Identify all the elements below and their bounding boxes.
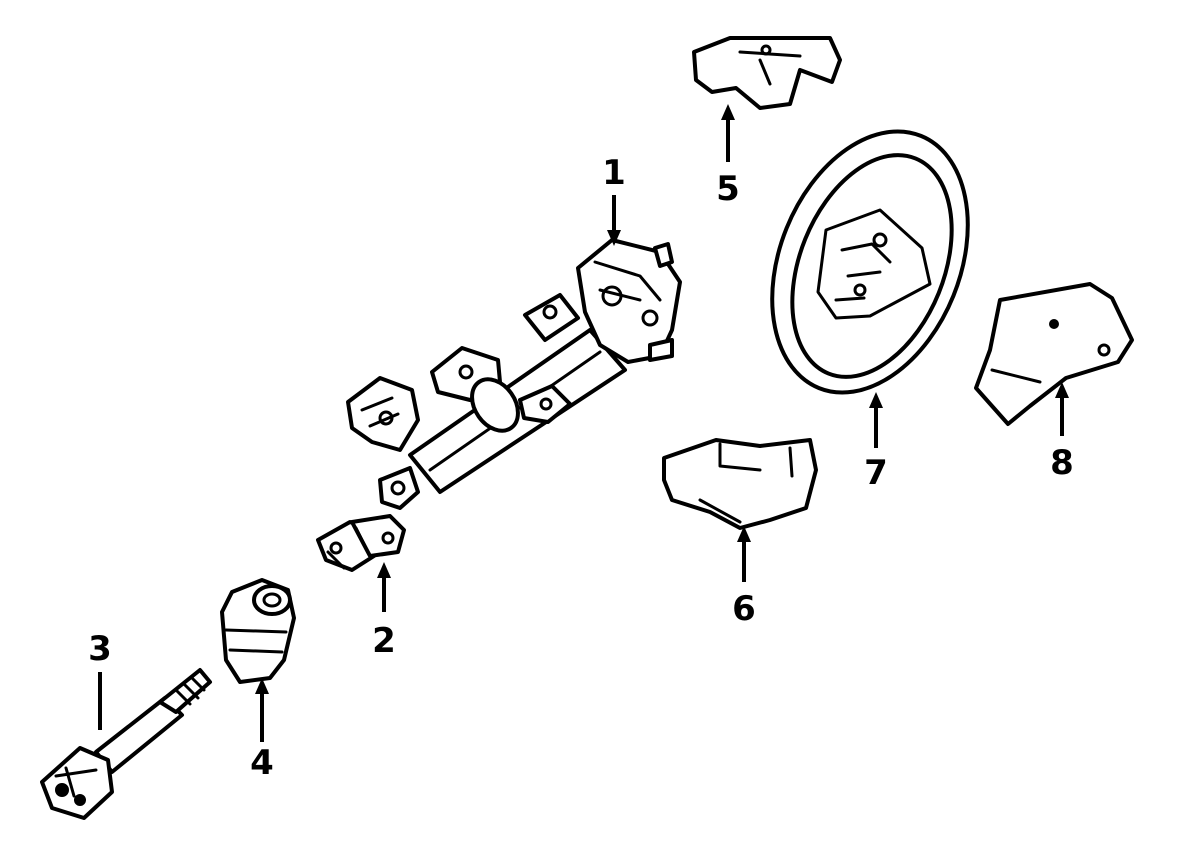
leader-lines bbox=[98, 104, 1069, 742]
callout-6: 6 bbox=[732, 589, 756, 629]
callout-1: 1 bbox=[602, 153, 626, 193]
callout-labels: 1 2 3 4 5 6 7 8 bbox=[88, 153, 1074, 783]
callout-4: 4 bbox=[250, 743, 274, 783]
callout-3: 3 bbox=[88, 629, 112, 669]
part-7-steering-wheel bbox=[770, 129, 970, 395]
part-3-lower-shaft bbox=[40, 668, 212, 820]
part-4-boot bbox=[220, 578, 296, 684]
callout-2: 2 bbox=[372, 621, 396, 661]
part-2-u-joint bbox=[316, 514, 406, 572]
part-8-trim-cover bbox=[974, 282, 1134, 426]
part-6-lower-shroud bbox=[662, 438, 818, 530]
callout-5: 5 bbox=[716, 169, 740, 209]
part-1-steering-column bbox=[346, 238, 682, 510]
part-5-upper-shroud bbox=[692, 36, 842, 110]
callout-8: 8 bbox=[1050, 443, 1074, 483]
callout-7: 7 bbox=[864, 453, 888, 493]
